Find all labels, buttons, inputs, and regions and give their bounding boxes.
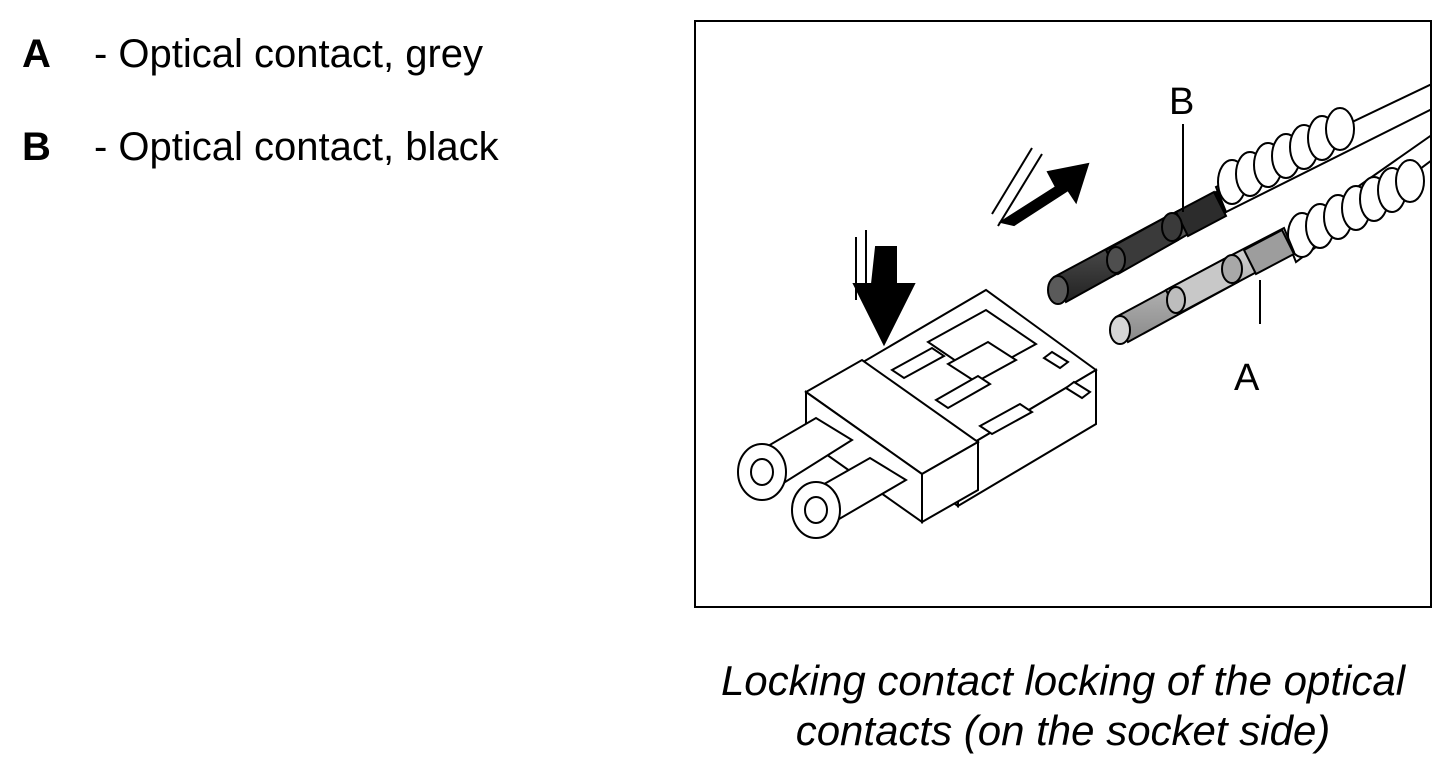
connector-drawing: B A	[737, 81, 1430, 539]
socket-ferrule-left	[737, 416, 854, 501]
legend-description: - Optical contact, grey	[94, 32, 484, 76]
legend-item-b: B - Optical contact, black	[22, 123, 499, 171]
locking-arrow	[852, 230, 916, 347]
legend-item-a: A - Optical contact, grey	[22, 30, 483, 78]
socket-housing	[804, 288, 1098, 524]
connector-illustration: B A	[694, 20, 1432, 608]
insertion-arrow	[991, 147, 1090, 227]
optical-contact-grey	[1109, 226, 1296, 345]
caption-line-1: Locking contact locking of the optical	[720, 657, 1406, 704]
legend-description: - Optical contact, black	[94, 125, 499, 169]
legend-key: B	[22, 125, 51, 169]
socket-ferrule-right	[791, 456, 908, 539]
strain-relief-boot-b	[1217, 107, 1355, 205]
callout-label-a: A	[1234, 357, 1260, 399]
optical-contact-black	[1047, 190, 1228, 305]
callout-label-b: B	[1169, 81, 1194, 123]
strain-relief-boot-a	[1287, 159, 1425, 258]
caption-line-2: contacts (on the socket side)	[795, 707, 1331, 754]
legend-key: A	[22, 32, 51, 76]
figure-caption: Locking contact locking of the optical c…	[670, 656, 1456, 756]
